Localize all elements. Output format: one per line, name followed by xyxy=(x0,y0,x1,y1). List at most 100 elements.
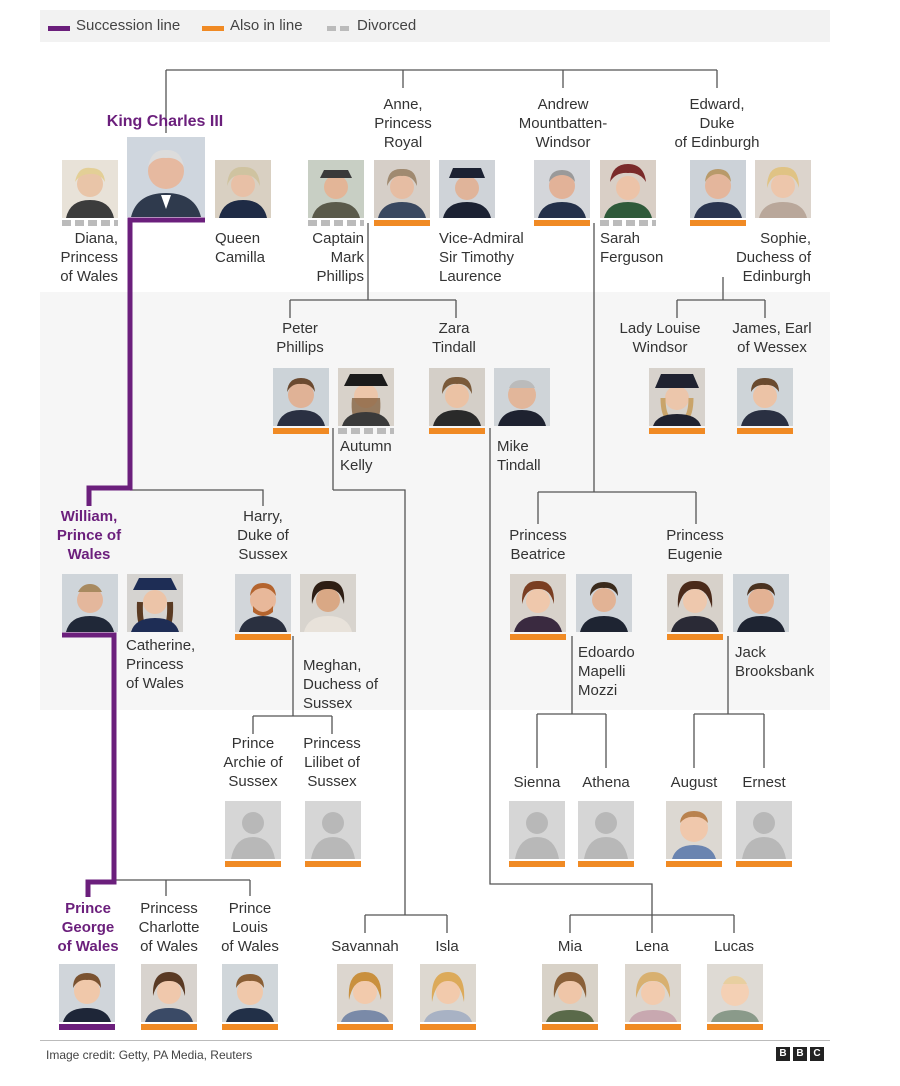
photo-louis xyxy=(222,964,278,1022)
photo-lucas xyxy=(707,964,763,1022)
portrait-george xyxy=(59,964,115,1022)
legend-divorced-swatch xyxy=(327,26,349,31)
photo-isla xyxy=(420,964,476,1022)
label-lena: Lena xyxy=(635,938,669,955)
legend: Succession line Also in line Divorced xyxy=(40,10,830,42)
portrait-lena xyxy=(625,964,681,1022)
portrait-anne xyxy=(374,160,430,218)
divorced-bar-mark xyxy=(308,220,364,226)
photo-mia xyxy=(542,964,598,1022)
legend-also-label: Also in line xyxy=(230,17,303,34)
portrait-jack xyxy=(733,574,789,632)
image-credit: Image credit: Getty, PA Media, Reuters xyxy=(46,1048,253,1062)
label-camilla: Queen Camilla xyxy=(215,230,266,266)
connector-edward-children xyxy=(676,277,766,318)
bbc-logo-block-3: C xyxy=(810,1047,824,1061)
also-bar-louise xyxy=(649,428,705,434)
label-peter: Peter Phillips xyxy=(276,320,324,356)
portrait-peter xyxy=(273,368,329,426)
label-archie: Prince Archie of Sussex xyxy=(223,735,283,790)
photo-edward xyxy=(690,160,746,218)
also-bar-savannah xyxy=(337,1024,393,1030)
portrait-james xyxy=(737,368,793,426)
also-bar-archie xyxy=(225,861,281,867)
photo-ernest xyxy=(736,801,792,859)
label-charles: King Charles III xyxy=(106,113,224,130)
label-lilibet: Princess Lilibet of Sussex xyxy=(303,735,361,790)
label-sophie: Sophie, Duchess of Edinburgh xyxy=(735,230,811,285)
label-isla: Isla xyxy=(435,938,459,955)
portrait-edoardo xyxy=(576,574,632,632)
photo-august xyxy=(666,801,722,859)
photo-mark xyxy=(308,160,364,218)
portrait-isla xyxy=(420,964,476,1022)
also-bar-beatrice xyxy=(510,634,566,640)
also-bar-peter xyxy=(273,428,329,434)
placeholder-silhouette-archie xyxy=(225,801,281,859)
photo-sienna xyxy=(509,801,565,859)
portrait-william xyxy=(62,574,118,632)
label-mark: Captain Mark Phillips xyxy=(312,230,364,285)
photo-athena xyxy=(578,801,634,859)
photo-savannah xyxy=(337,964,393,1022)
photo-meghan xyxy=(300,574,356,632)
placeholder-silhouette-athena xyxy=(578,801,634,859)
bbc-logo-block-1: B xyxy=(776,1047,790,1061)
label-edoardo: Edoardo Mapelli Mozzi xyxy=(578,644,635,699)
portrait-catherine xyxy=(127,574,183,632)
legend-divorced-label: Divorced xyxy=(357,17,417,34)
label-athena: Athena xyxy=(582,774,630,791)
also-bar-james xyxy=(737,428,793,434)
label-william: William, Prince of Wales xyxy=(56,508,122,563)
label-edward: Edward, Duke of Edinburgh xyxy=(674,96,760,151)
photo-peter xyxy=(273,368,329,426)
label-sienna: Sienna xyxy=(513,774,561,791)
also-bar-athena xyxy=(578,861,634,867)
portrait-diana xyxy=(62,160,118,218)
divorced-bar-autumn xyxy=(338,428,394,434)
label-louise: Lady Louise Windsor xyxy=(619,320,701,356)
generation-band-2 xyxy=(40,292,830,710)
photo-catherine xyxy=(127,574,183,632)
photo-harry xyxy=(235,574,291,632)
portrait-mia xyxy=(542,964,598,1022)
label-meghan: Meghan, Duchess of Sussex xyxy=(303,657,379,712)
legend-also-swatch xyxy=(202,26,224,31)
portrait-mike xyxy=(494,368,550,426)
portrait-zara xyxy=(429,368,485,426)
also-bar-edward xyxy=(690,220,746,226)
label-diana: Diana, Princess of Wales xyxy=(60,230,118,285)
also-bar-zara xyxy=(429,428,485,434)
photo-beatrice xyxy=(510,574,566,632)
label-jack: Jack Brooksbank xyxy=(735,644,815,680)
label-mike: Mike Tindall xyxy=(497,438,541,474)
label-timothy: Vice-Admiral Sir Timothy Laurence xyxy=(439,230,524,285)
legend-succession-swatch xyxy=(48,26,70,31)
connector-eugenie-children xyxy=(693,636,765,768)
photo-timothy xyxy=(439,160,495,218)
connector-anne-children xyxy=(289,223,457,318)
succession-bar-george xyxy=(59,1024,115,1030)
portrait-camilla xyxy=(215,160,271,218)
succession-line-william-george xyxy=(62,632,117,897)
photo-lilibet xyxy=(305,801,361,859)
connector-peter-children xyxy=(332,428,448,933)
also-bar-lucas xyxy=(707,1024,763,1030)
portrait-timothy xyxy=(439,160,495,218)
label-andrew: Andrew Mountbatten- Windsor xyxy=(518,96,608,151)
photo-lena xyxy=(625,964,681,1022)
placeholder-silhouette-lilibet xyxy=(305,801,361,859)
also-bar-charlotte xyxy=(141,1024,197,1030)
photo-james xyxy=(737,368,793,426)
legend-succession-label: Succession line xyxy=(76,17,181,34)
portrait-louise xyxy=(649,368,705,426)
label-beatrice: Princess Beatrice xyxy=(509,527,567,563)
also-bar-lena xyxy=(625,1024,681,1030)
portrait-charles xyxy=(127,137,205,217)
photo-sarah xyxy=(600,160,656,218)
label-august: August xyxy=(670,774,718,791)
portrait-meghan xyxy=(300,574,356,632)
portrait-august xyxy=(666,801,722,859)
photo-edoardo xyxy=(576,574,632,632)
also-bar-ernest xyxy=(736,861,792,867)
